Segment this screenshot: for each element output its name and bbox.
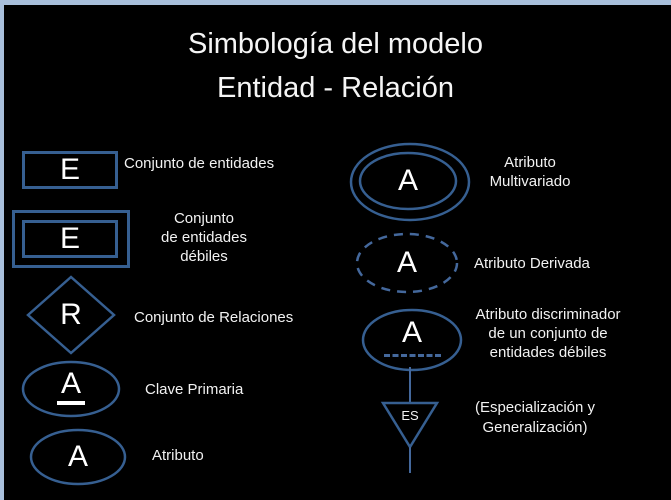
multivalued-label: Atributo Multivariado (489, 154, 571, 190)
primary-key-label: Clave Primaria (145, 381, 244, 398)
attribute-letter: A (67, 440, 88, 473)
primary-key-underline (57, 401, 85, 405)
discriminator-letter: A (401, 316, 422, 349)
relationship-label: Conjunto de Relaciones (134, 309, 294, 326)
primary-key-letter: A (60, 367, 81, 400)
discriminator-dashed-underline (384, 354, 441, 357)
derived-dashed-ellipse-shape (355, 232, 459, 294)
page-title: Simbología del modelo Entidad - Relación (187, 28, 483, 104)
weak-entity-inner-rectangle-shape (22, 220, 118, 258)
relationship-diamond-shape (26, 275, 116, 355)
slide-top-border (0, 0, 671, 5)
derived-label: Atributo Derivada (474, 255, 590, 272)
entity-label: Conjunto de entidades (124, 155, 275, 172)
specialization-letter: ES (401, 407, 419, 423)
derived-letter: A (396, 246, 417, 279)
attribute-label: Atributo (152, 447, 204, 464)
specialization-label: (Especialización y Generalización) (474, 399, 596, 436)
weak-entity-letter: E (59, 222, 80, 255)
weak-entity-label: Conjunto de entidades débiles (161, 210, 247, 265)
relationship-letter: R (60, 298, 82, 331)
weak-entity-outer-rectangle-shape (12, 210, 130, 268)
attribute-ellipse-shape (29, 428, 127, 486)
multivalued-letter: A (397, 164, 418, 197)
slide-left-border (0, 0, 4, 500)
discriminator-label: Atributo discriminador de un conjunto de… (475, 306, 621, 361)
multivalued-double-ellipse-shape (349, 142, 471, 222)
entity-letter: E (59, 153, 80, 186)
entity-rectangle-shape (22, 151, 118, 189)
discriminator-ellipse-shape (361, 308, 463, 372)
specialization-triangle-shape (380, 367, 440, 473)
primary-key-ellipse-shape (21, 360, 121, 418)
